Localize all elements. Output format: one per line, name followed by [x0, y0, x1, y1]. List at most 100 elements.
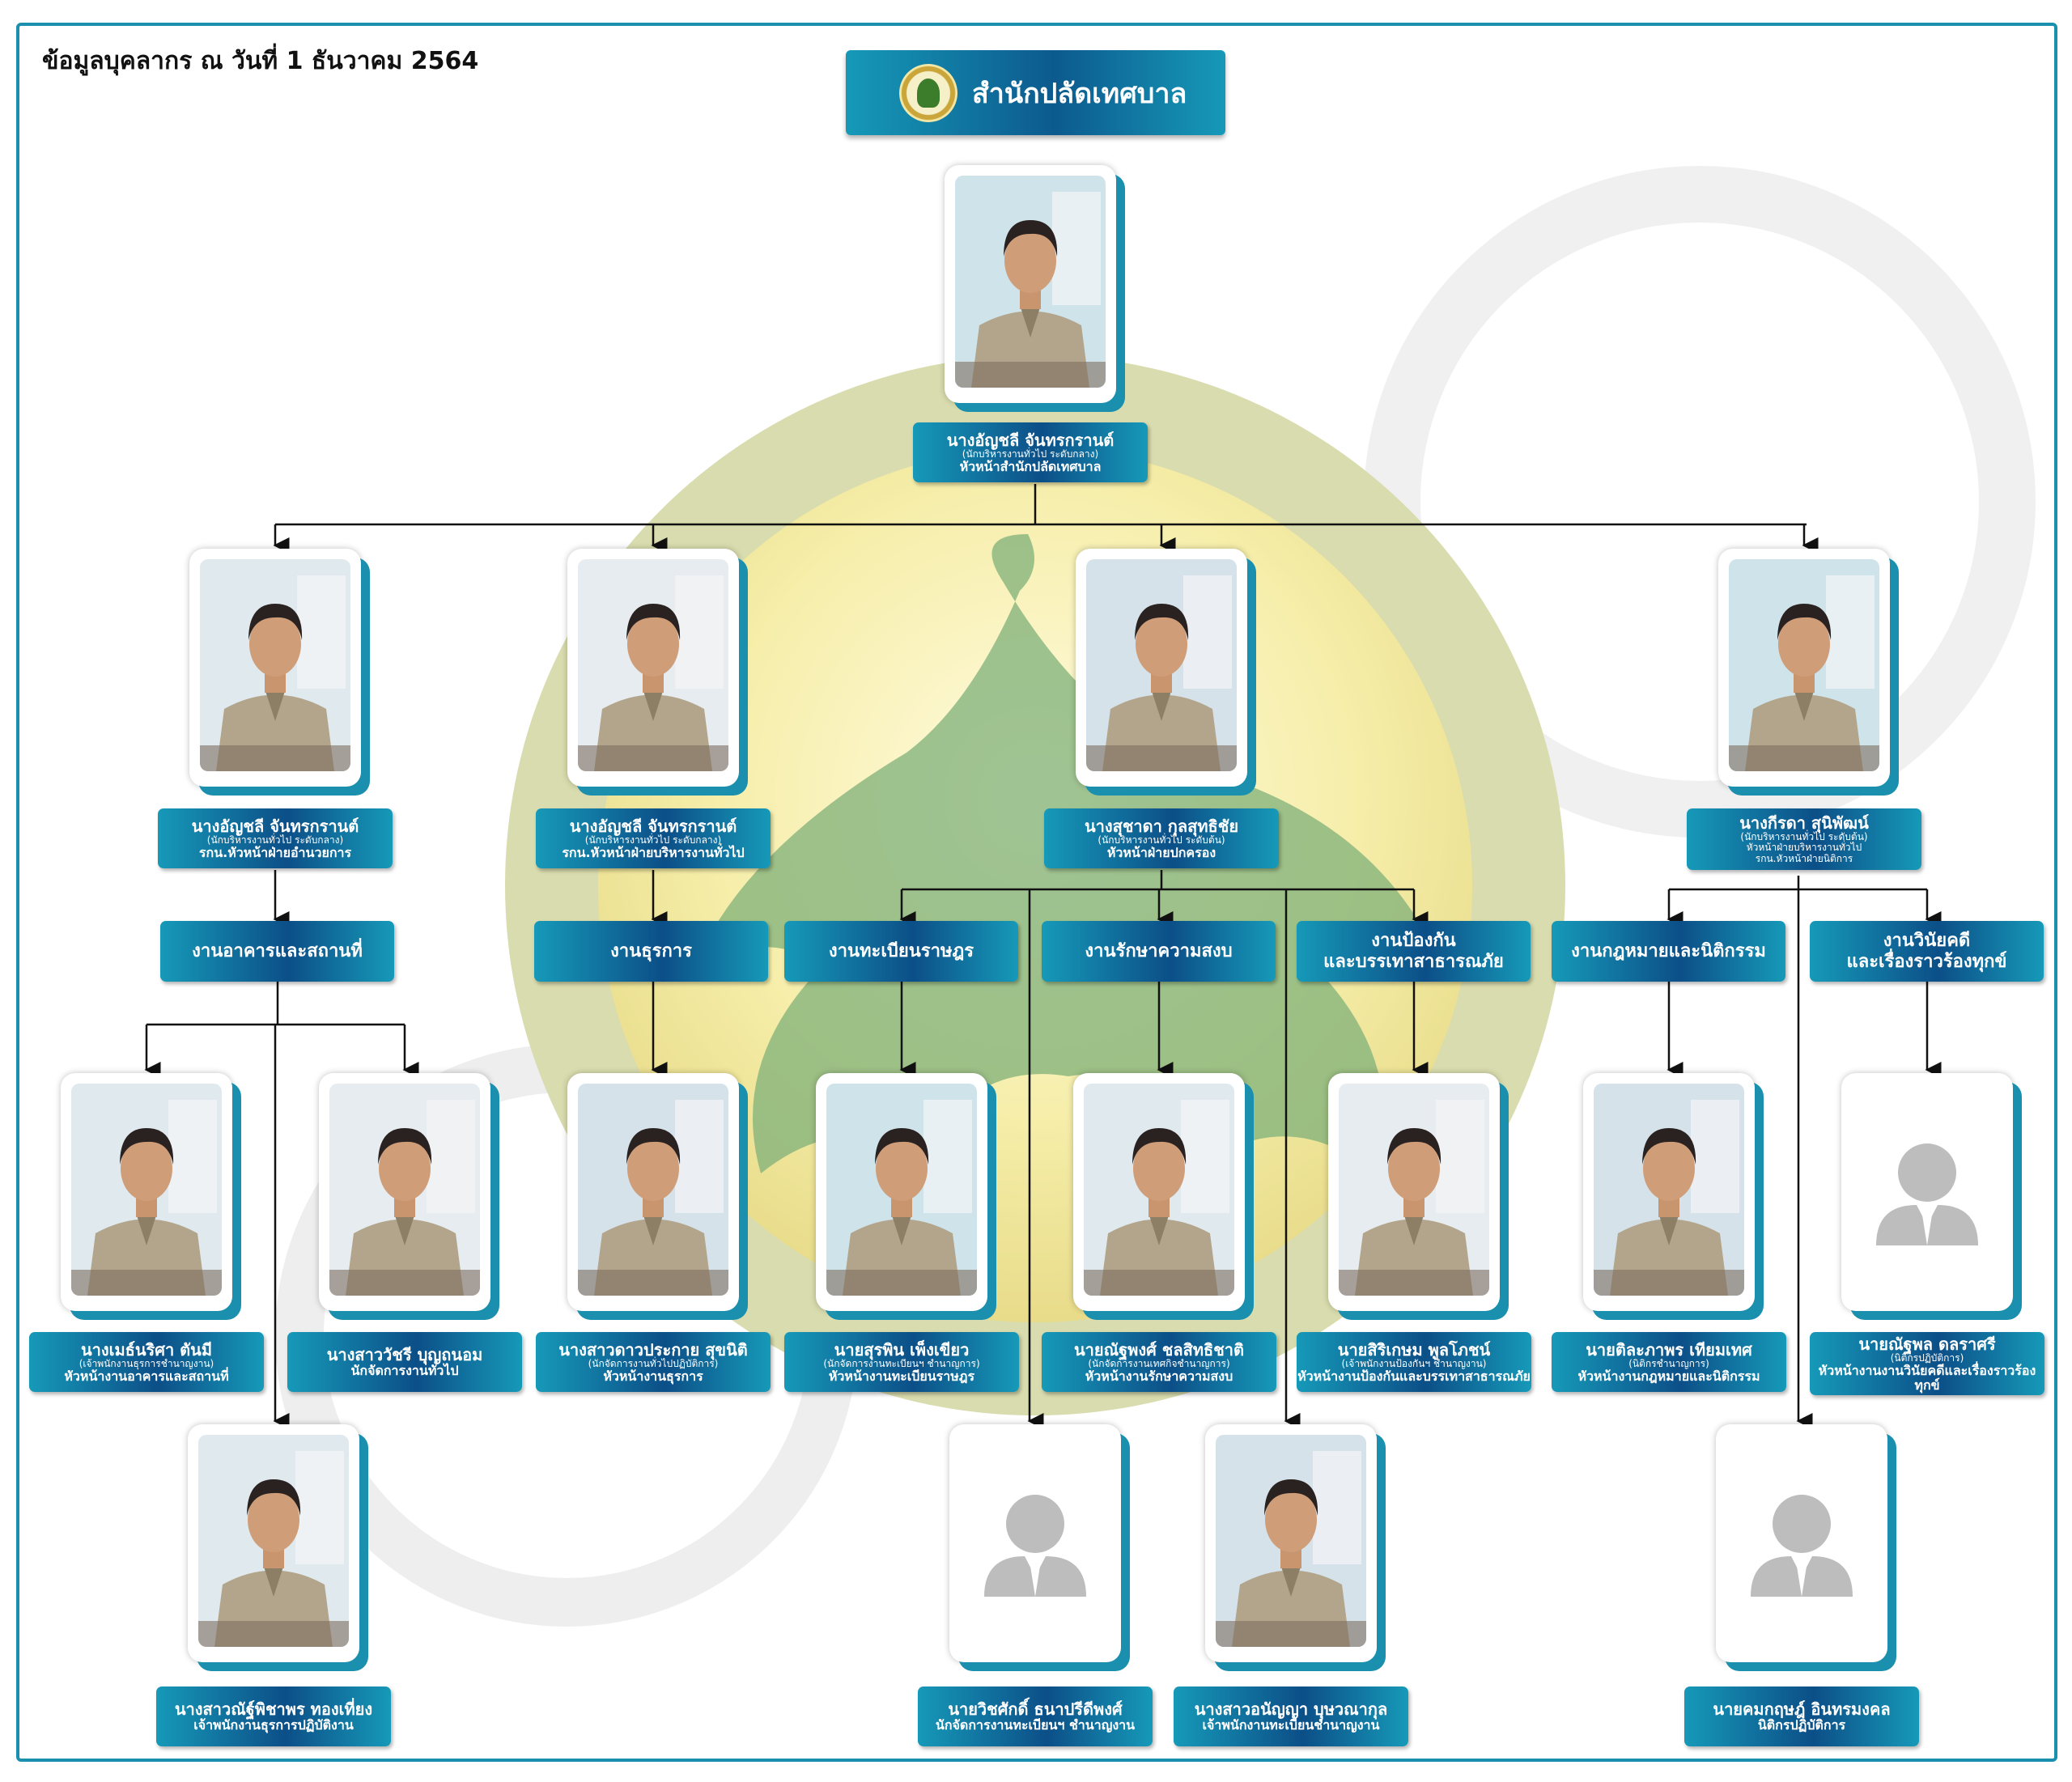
department-box-d2: งานธุรการ: [534, 921, 768, 982]
person-position: (เจ้าพนักงานธุรการชำนาญงาน): [79, 1357, 214, 1369]
name-label-gov: นางสุชาดา กุลสุทธิชัย(นักบริหารงานทั่วไป…: [1044, 808, 1279, 868]
person-position: (นิติกรปฏิบัติการ): [1890, 1352, 1964, 1364]
photo-card-gov: [1076, 549, 1247, 787]
portrait-photo: [578, 1084, 728, 1296]
person-name: นางสุชาดา กุลสุทธิชัย: [1084, 816, 1239, 836]
person-role: หัวหน้างานป้องกันและบรรเทาสาธารณภัย: [1297, 1368, 1531, 1384]
person-position: (นักบริหารงานทั่วไป ระดับกลาง): [584, 834, 722, 846]
person-name: นายสุรพิน เพ็งเขียว: [834, 1339, 970, 1360]
name-label-p7: นายติละภาพร เทียมเทศ(นิติกรชำนาญการ)หัวห…: [1552, 1332, 1786, 1392]
person-role: นักจัดการงานทั่วไป: [350, 1363, 459, 1379]
photo-frame: [61, 1073, 232, 1311]
person-role: หัวหน้างานรักษาความสงบ: [1085, 1368, 1233, 1384]
person-position: (นักจัดการงานเทศกิจชำนาญการ): [1088, 1357, 1230, 1369]
office-header-label: สำนักปลัดเทศบาล: [972, 77, 1187, 110]
photo-frame: [1716, 1424, 1887, 1662]
person-name: นางเมธ์นริศา ตันมี: [80, 1339, 213, 1360]
portrait-photo: [1086, 559, 1237, 771]
photo-card-p6: [1328, 1073, 1500, 1311]
page-title: ข้อมูลบุคลากร ณ วันที่ 1 ธันวาคม 2564: [42, 47, 479, 75]
person-role: นักจัดการงานทะเบียนฯ ชำนาญงาน: [935, 1717, 1136, 1733]
person-role: หัวหน้าฝ่ายปกครอง: [1106, 844, 1216, 860]
person-placeholder-icon: [1852, 1084, 2002, 1296]
photo-card-q1: [188, 1424, 359, 1662]
portrait-photo: [826, 1084, 977, 1296]
photo-card-p2: [319, 1073, 490, 1311]
department-box-d5: งานป้องกัน และบรรเทาสาธารณภัย: [1297, 921, 1531, 982]
person-role: หัวหน้างานงานวินัยคดีและเรื่องราวร้องทุก…: [1818, 1363, 2036, 1393]
photo-frame: [1076, 549, 1247, 787]
name-label-p5: นายณัฐพงศ์ ชลสิทธิชาติ(นักจัดการงานเทศกิ…: [1042, 1332, 1276, 1392]
person-name: นายณัฐพล ดลราศรี: [1858, 1334, 1996, 1354]
person-role: หัวหน้างานทะเบียนราษฎร: [828, 1368, 975, 1384]
portrait-photo: [1729, 559, 1879, 771]
person-name: นางกีรดา สุนิพัฒน์: [1739, 813, 1869, 834]
photo-card-head: [945, 165, 1116, 403]
portrait-photo: [1339, 1084, 1489, 1296]
photo-frame: [319, 1073, 490, 1311]
photo-frame: [1073, 1073, 1245, 1311]
photo-card-p5: [1073, 1073, 1245, 1311]
photo-frame: [1205, 1424, 1377, 1662]
person-name: นางสาวณัฐ์พิชาพร ทองเที่ยง: [174, 1699, 373, 1720]
photo-card-law: [1718, 549, 1890, 787]
photo-frame: [567, 1073, 739, 1311]
person-position: รกน.หัวหน้าฝ่ายนิติการ: [1755, 852, 1853, 864]
person-role: หัวหน้างานอาคารและสถานที่: [64, 1368, 229, 1384]
name-label-p8: นายณัฐพล ดลราศรี(นิติกรปฏิบัติการ)หัวหน้…: [1810, 1332, 2044, 1396]
person-position: (นักบริหารงานทั่วไป ระดับต้น): [1740, 831, 1868, 843]
department-box-d4: งานรักษาความสงบ: [1042, 921, 1276, 982]
portrait-photo: [1594, 1084, 1744, 1296]
person-position: (นักบริหารงานทั่วไป ระดับต้น): [1098, 834, 1225, 846]
office-header: สำนักปลัดเทศบาล: [846, 50, 1225, 135]
person-name: นางสาววัชรี บุญถนอม: [326, 1345, 483, 1365]
photo-card-gen: [567, 549, 739, 787]
portrait-photo: [71, 1084, 222, 1296]
page-frame: [16, 23, 2057, 1762]
person-position: (นิติกรชำนาญการ): [1628, 1357, 1709, 1369]
name-label-p2: นางสาววัชรี บุญถนอมนักจัดการงานทั่วไป: [287, 1332, 522, 1392]
name-label-law: นางกีรดา สุนิพัฒน์(นักบริหารงานทั่วไป ระ…: [1687, 808, 1921, 870]
person-role: หัวหน้างานกฎหมายและนิติกรรม: [1577, 1368, 1760, 1384]
photo-card-q2: [949, 1424, 1121, 1662]
person-role: รกน.หัวหน้าฝ่ายอำนวยการ: [198, 844, 352, 860]
portrait-photo: [1216, 1435, 1366, 1647]
department-box-d1: งานอาคารและสถานที่: [160, 921, 394, 982]
person-role: รกน.หัวหน้าฝ่ายบริหารงานทั่วไป: [562, 844, 745, 860]
portrait-photo: [1084, 1084, 1234, 1296]
person-name: นางอัญชลี จันทรกรานต์: [946, 430, 1115, 450]
person-role: นิติกรปฏิบัติการ: [1757, 1717, 1846, 1733]
person-role: เจ้าพนักงานธุรการปฏิบัติงาน: [193, 1717, 354, 1733]
person-position: (นักบริหารงานทั่วไป ระดับกลาง): [206, 834, 344, 846]
name-label-p4: นายสุรพิน เพ็งเขียว(นักจัดการงานทะเบียนฯ…: [784, 1332, 1019, 1392]
photo-card-p8: [1841, 1073, 2013, 1311]
person-position: (นักจัดการงานทั่วไปปฏิบัติการ): [588, 1357, 719, 1369]
name-label-p1: นางเมธ์นริศา ตันมี(เจ้าพนักงานธุรการชำนา…: [29, 1332, 264, 1392]
name-label-adm: นางอัญชลี จันทรกรานต์(นักบริหารงานทั่วไป…: [158, 808, 393, 868]
person-name: นางสาวดาวประกาย สุขนิติ: [558, 1339, 748, 1360]
name-label-gen: นางอัญชลี จันทรกรานต์(นักบริหารงานทั่วไป…: [536, 808, 771, 868]
photo-frame: [1841, 1073, 2013, 1311]
photo-frame: [188, 1424, 359, 1662]
person-name: นายติละภาพร เทียมเทศ: [1586, 1339, 1752, 1360]
portrait-photo: [200, 559, 350, 771]
portrait-photo: [198, 1435, 349, 1647]
photo-frame: [1718, 549, 1890, 787]
name-label-head: นางอัญชลี จันทรกรานต์(นักบริหารงานทั่วไป…: [913, 422, 1148, 482]
name-label-q4: นายคมกฤษฎ์ อินทรมงคลนิติกรปฏิบัติการ: [1684, 1687, 1919, 1746]
department-box-d3: งานทะเบียนราษฎร: [784, 921, 1018, 982]
photo-frame: [567, 549, 739, 787]
photo-frame: [945, 165, 1116, 403]
photo-card-adm: [189, 549, 361, 787]
portrait-photo: [955, 176, 1106, 388]
person-name: นางสาวอนัญญา บุษวณากุล: [1194, 1699, 1388, 1720]
person-position: (นักจัดการงานทะเบียนฯ ชำนาญการ): [823, 1357, 980, 1369]
municipality-seal-icon: [899, 63, 957, 122]
person-role: หัวหน้าสำนักปลัดเทศบาล: [959, 458, 1102, 474]
person-position: (นักบริหารงานทั่วไป ระดับกลาง): [962, 448, 1099, 460]
person-position: หัวหน้าฝ่ายบริหารงานทั่วไป: [1746, 842, 1862, 854]
department-box-d7: งานวินัยคดี และเรื่องราวร้องทุกข์: [1810, 921, 2044, 982]
photo-card-q3: [1205, 1424, 1377, 1662]
person-name: นางอัญชลี จันทรกรานต์: [569, 816, 737, 836]
